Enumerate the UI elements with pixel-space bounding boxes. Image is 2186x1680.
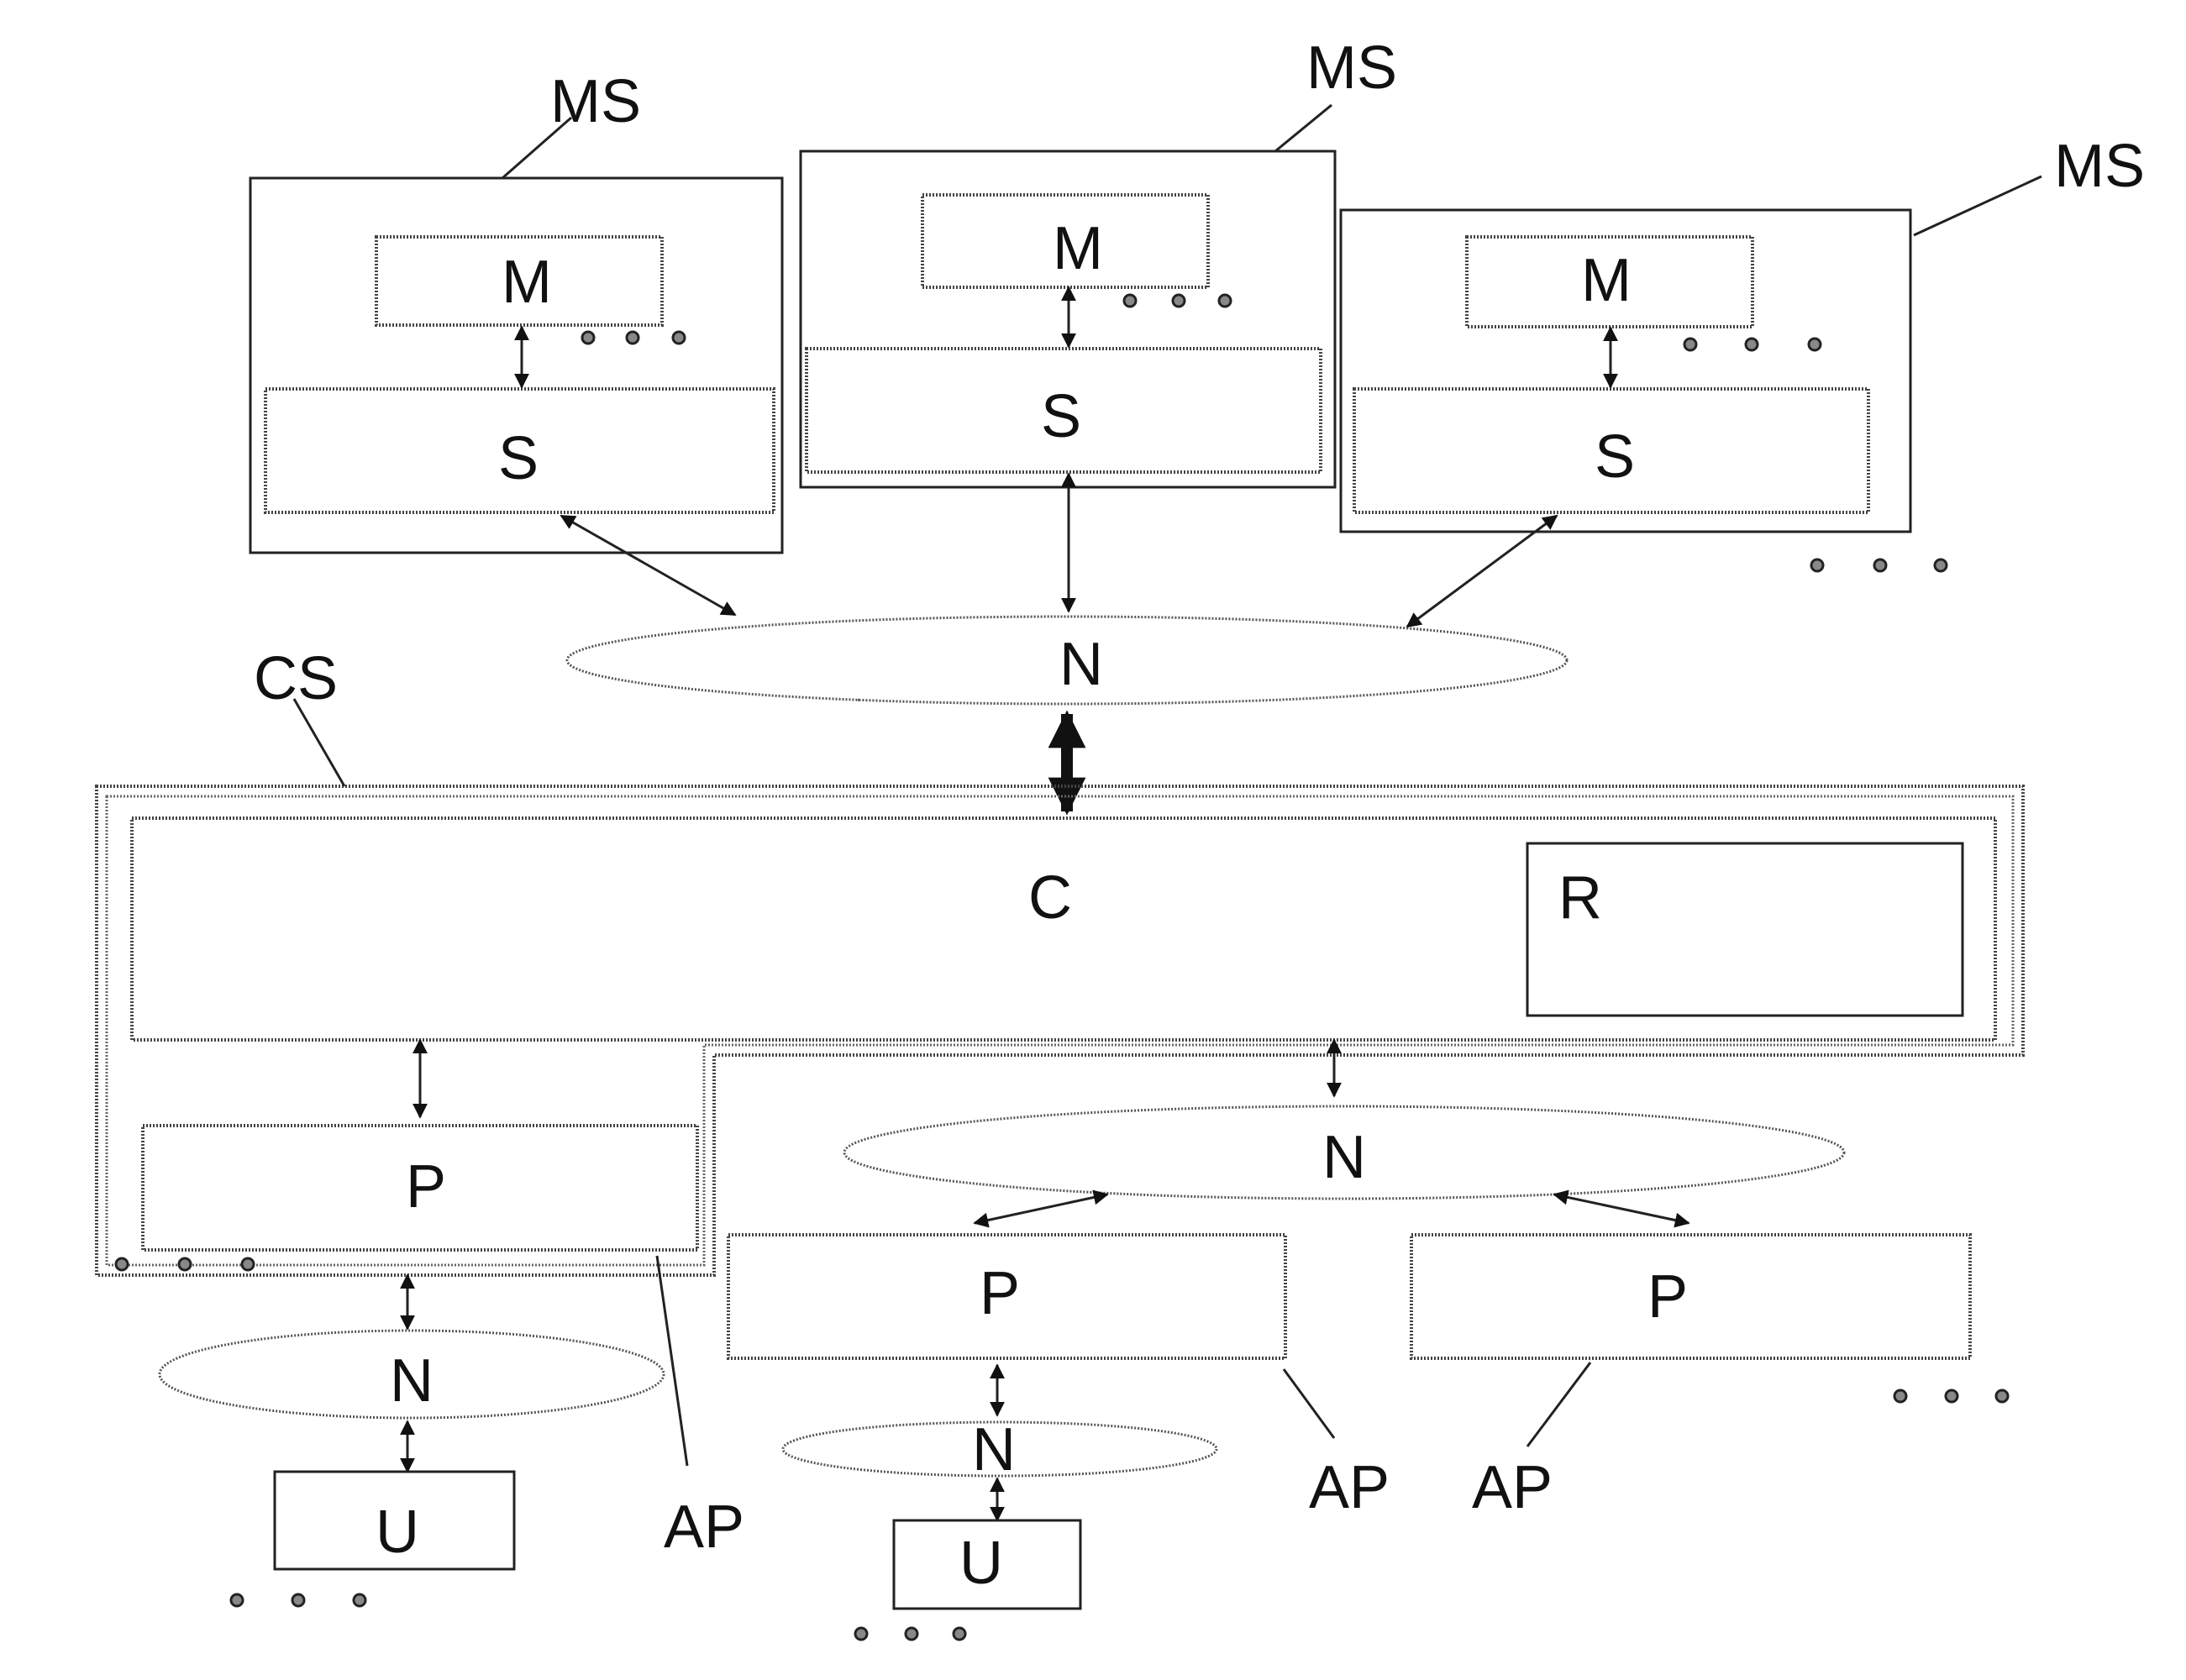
ms-server-2: M S xyxy=(801,151,1335,487)
continuation-dot xyxy=(292,1594,304,1606)
ms-server-1: M S xyxy=(250,178,782,553)
continuation-dot xyxy=(1746,339,1758,350)
m-label-3: M xyxy=(1581,247,1632,314)
network-top-label: N xyxy=(1059,631,1103,698)
ms-label-leader-3 xyxy=(1914,176,2041,235)
ms-label-3: MS xyxy=(2054,133,2145,200)
continuation-dot xyxy=(906,1628,917,1640)
ap-label-leader-2 xyxy=(1284,1369,1334,1438)
continuation-dot xyxy=(1809,339,1821,350)
continuation-dot xyxy=(116,1258,128,1270)
s-label-3: S xyxy=(1595,423,1635,491)
continuation-dot xyxy=(855,1628,867,1640)
continuation-dot xyxy=(954,1628,965,1640)
r-label: R xyxy=(1558,864,1602,932)
continuation-dot xyxy=(179,1258,191,1270)
continuation-dot xyxy=(1996,1390,2008,1402)
ap-label-1: AP xyxy=(664,1494,744,1561)
m-label-2: M xyxy=(1053,215,1103,282)
network-p-arrow-right xyxy=(1554,1194,1689,1223)
continuation-dot xyxy=(242,1258,254,1270)
continuation-dot xyxy=(1173,295,1185,307)
continuation-dot xyxy=(627,332,638,344)
ms-label-2: MS xyxy=(1306,34,1397,102)
cs-label: CS xyxy=(254,645,338,712)
network-middle-label: N xyxy=(1322,1124,1366,1191)
ms-label-1: MS xyxy=(550,68,641,135)
continuation-dot xyxy=(231,1594,243,1606)
continuation-dot xyxy=(1684,339,1696,350)
network-p-arrow-mid xyxy=(975,1194,1107,1223)
s-label-1: S xyxy=(498,425,539,492)
c-label: C xyxy=(1028,864,1072,932)
continuation-dot xyxy=(1219,295,1231,307)
p-label-left: P xyxy=(406,1153,446,1221)
ap-label-2: AP xyxy=(1309,1454,1390,1521)
network-left-label: N xyxy=(390,1347,434,1415)
continuation-dot xyxy=(1874,559,1886,571)
continuation-dot xyxy=(582,332,594,344)
ap-label-leader-3 xyxy=(1527,1362,1590,1446)
p-label-right: P xyxy=(1647,1263,1688,1331)
continuation-dot xyxy=(673,332,685,344)
ms-label-leader-2 xyxy=(1275,105,1332,151)
continuation-dot xyxy=(1935,559,1947,571)
s-label-2: S xyxy=(1041,383,1081,450)
u-label-mid: U xyxy=(959,1530,1003,1597)
continuation-dot xyxy=(1124,295,1136,307)
continuation-dot xyxy=(354,1594,365,1606)
continuation-dot xyxy=(1894,1390,1906,1402)
ap-label-3: AP xyxy=(1472,1454,1553,1521)
u-label-left: U xyxy=(376,1499,419,1566)
continuation-dot xyxy=(1946,1390,1957,1402)
network-bottom-label: N xyxy=(972,1416,1016,1483)
continuation-dot xyxy=(1811,559,1823,571)
p-module-right xyxy=(1411,1235,1970,1358)
ap-label-leader-1 xyxy=(657,1256,687,1466)
ms-server-3: M S xyxy=(1341,210,1910,532)
m-label-1: M xyxy=(502,249,552,316)
p-label-mid: P xyxy=(980,1260,1020,1327)
